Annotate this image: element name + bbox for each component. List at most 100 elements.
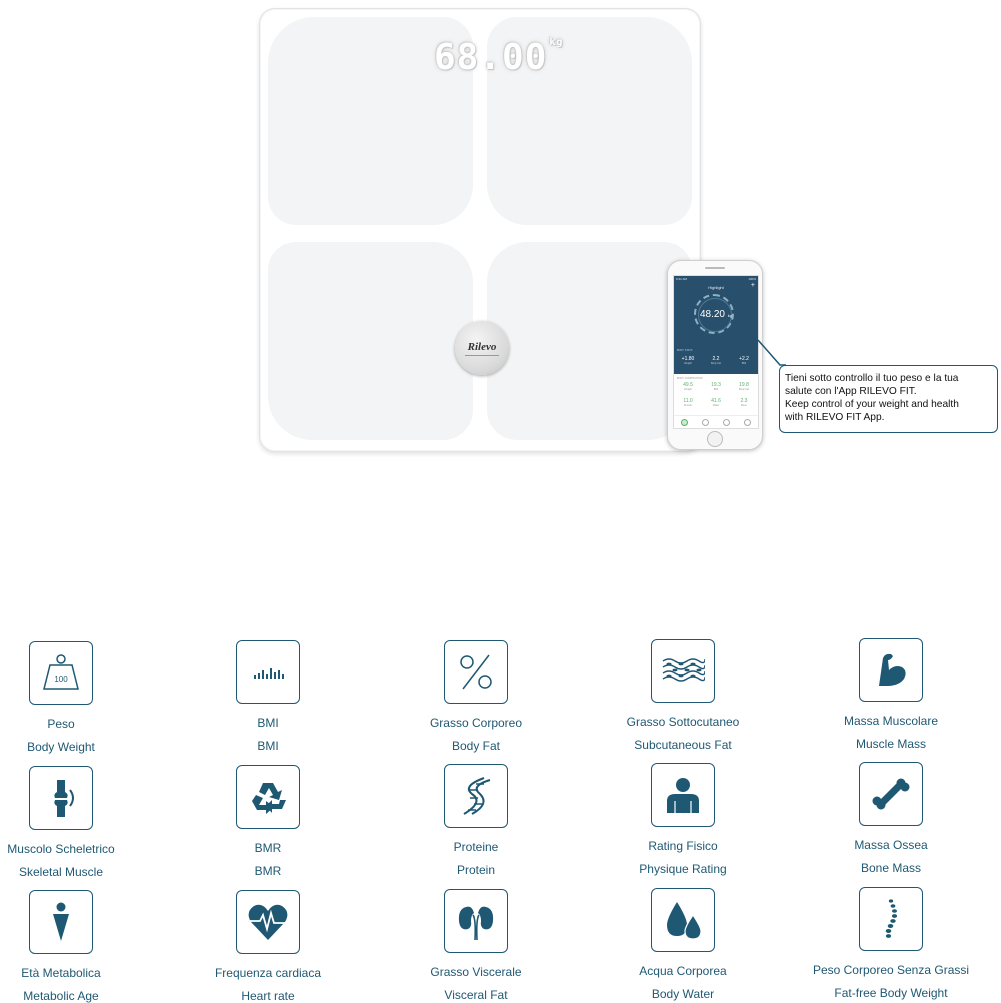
- recycle-icon: [252, 783, 286, 814]
- callout-line: Keep control of your weight and health: [785, 399, 959, 410]
- metric-metabolic-age: Età Metabolica Metabolic Age: [0, 890, 156, 1003]
- metric-label-en: Body Water: [651, 987, 715, 1001]
- electrode-pad-bottom-right: [487, 242, 692, 440]
- metric-muscle-mass: Massa Muscolare Muscle Mass: [796, 638, 986, 751]
- nav-history-icon: [702, 418, 709, 426]
- metric-subcutaneous-fat: Grasso Sottocutaneo Subcutaneous Fat: [588, 639, 778, 752]
- metric-icon-box: [236, 765, 300, 829]
- section-label-stats: BODY STATS: [677, 349, 693, 352]
- app-nav-bar: [674, 415, 758, 428]
- metric-icon-box: [236, 890, 300, 954]
- app-weight-unit: kg: [727, 313, 733, 318]
- metric-label-en: Body Fat: [451, 739, 501, 753]
- metric-icon-box: [651, 639, 715, 703]
- metric-icon-box: [859, 762, 923, 826]
- status-time: 9:41 AM: [676, 277, 688, 281]
- scale-reading: 68.00: [434, 37, 548, 78]
- app-callout: Tieni sotto controllo il tuo peso e la t…: [779, 365, 998, 433]
- person-age-icon: [53, 902, 69, 941]
- metric-protein: Proteine Protein: [381, 764, 571, 877]
- metric-label-it: Peso Corporeo Senza Grassi: [812, 963, 970, 977]
- metric-visceral-fat: Grasso Viscerale Visceral Fat: [381, 889, 571, 1002]
- electrode-pad-top-left: [268, 17, 473, 225]
- metric-icon-box: [444, 764, 508, 828]
- metric-label-en: Bone Mass: [860, 861, 922, 875]
- electrode-pad-bottom-left: [268, 242, 473, 440]
- metric-label-en: Subcutaneous Fat: [634, 738, 732, 752]
- metric-label-en: Fat-free Body Weight: [834, 986, 948, 1000]
- metric-body-water: Acqua Corporea Body Water: [588, 888, 778, 1001]
- nav-home-icon: [681, 418, 688, 426]
- app-weight-value: 48.20: [699, 309, 725, 320]
- percent-icon: [460, 654, 492, 690]
- metric-label-it: BMI: [257, 716, 279, 730]
- scale-unit: kg: [549, 37, 564, 48]
- water-drops-icon: [667, 902, 702, 940]
- metric-icon-box: 100: [29, 641, 93, 705]
- bmi-icon: [254, 668, 284, 679]
- status-bar: 9:41 AM 100%: [676, 277, 756, 281]
- metric-label-it: Età Metabolica: [21, 966, 101, 980]
- subcutaneous-fat-icon: [662, 658, 705, 682]
- app-title: Highlight: [708, 285, 724, 290]
- metric-skeletal-muscle: Muscolo Scheletrico Skeletal Muscle: [0, 766, 156, 879]
- metric-physique-rating: Rating Fisico Physique Rating: [588, 763, 778, 876]
- metric-label-it: Muscolo Scheletrico: [7, 842, 115, 856]
- phone-speaker: [705, 267, 725, 269]
- metric-icon-box: [859, 638, 923, 702]
- add-icon: +: [750, 282, 755, 289]
- callout-line: with RILEVO FIT App.: [785, 412, 885, 423]
- brand-logo: Rilevo: [467, 340, 497, 353]
- heart-rate-icon: [248, 904, 288, 940]
- metric-label-en: BMI: [257, 739, 279, 753]
- svg-text:100: 100: [54, 675, 68, 684]
- metric-label-it: Frequenza cardiaca: [214, 966, 322, 980]
- metric-body-weight: 100 Peso Body Weight: [0, 641, 156, 754]
- bone-icon: [872, 778, 910, 810]
- metric-label-en: Muscle Mass: [855, 737, 926, 751]
- smartphone: 9:41 AM 100% Highlight + 48.20 kg BODY S…: [667, 260, 763, 450]
- metric-label-it: Massa Muscolare: [843, 714, 939, 728]
- metric-icon-box: [651, 888, 715, 952]
- metric-label-en: Body Weight: [27, 740, 95, 754]
- metric-label-it: Proteine: [453, 840, 499, 854]
- metric-icon-box: [29, 766, 93, 830]
- electrode-pad-top-right: [487, 17, 692, 225]
- metric-icon-box: [444, 889, 508, 953]
- metric-label-en: Protein: [456, 863, 496, 877]
- nav-profile-icon: [744, 418, 751, 426]
- visceral-organs-icon: [458, 906, 494, 941]
- metric-icon-box: [651, 763, 715, 827]
- metric-label-en: BMR: [254, 864, 282, 878]
- app-screen: 9:41 AM 100% Highlight + 48.20 kg BODY S…: [673, 275, 759, 429]
- callout-line: salute con l'App RILEVO FIT.: [785, 386, 917, 397]
- metric-label-en: Heart rate: [241, 989, 295, 1003]
- callout-pointer: [757, 339, 786, 366]
- weight-icon: 100: [43, 654, 79, 690]
- logo-underline: [465, 354, 499, 356]
- metric-icon-box: [859, 887, 923, 951]
- metric-label-it: Peso: [47, 717, 75, 731]
- app-weight-readout: 48.20 kg: [674, 309, 758, 320]
- spine-icon: [885, 899, 898, 938]
- nav-trend-icon: [723, 418, 730, 426]
- metric-label-en: Visceral Fat: [444, 988, 508, 1002]
- section-label-composition: BODY COMPOSITION: [677, 377, 703, 380]
- brand-logo-button: Rilevo: [455, 321, 509, 375]
- metric-label-en: Physique Rating: [639, 862, 727, 876]
- metric-label-it: Massa Ossea: [854, 838, 928, 852]
- metric-icon-box: [444, 640, 508, 704]
- status-battery: 100%: [748, 277, 756, 281]
- metric-fat-free-weight: Peso Corporeo Senza Grassi Fat-free Body…: [796, 887, 986, 1000]
- metric-bmr: BMR BMR: [173, 765, 363, 878]
